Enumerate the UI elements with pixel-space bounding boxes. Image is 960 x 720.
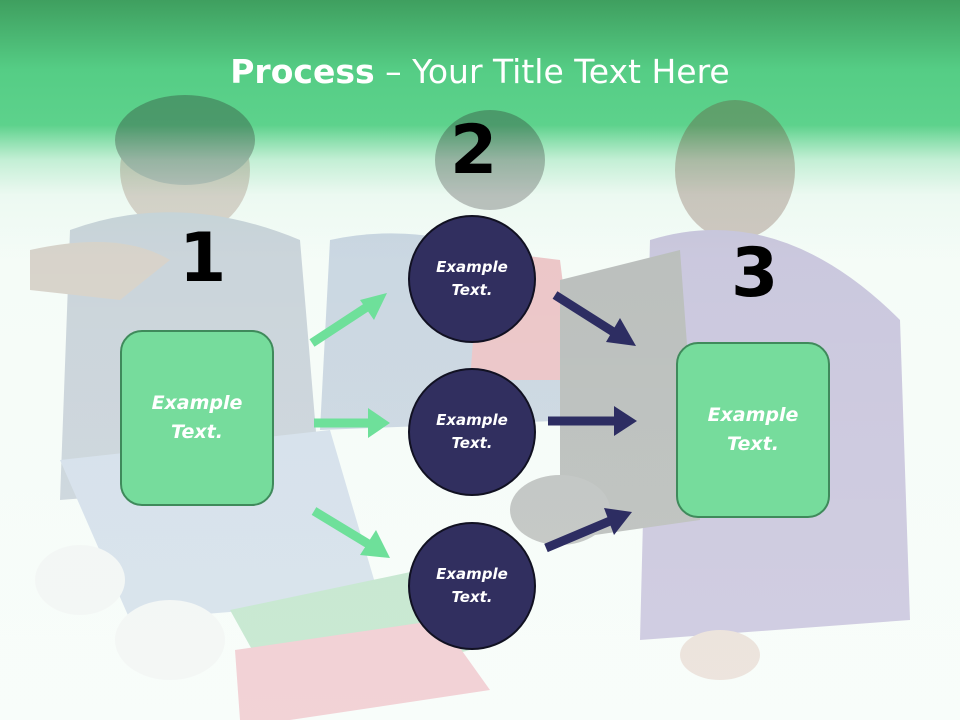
step-circle-top-label: Example Text. [436, 258, 508, 299]
step-number-2: 2 [450, 111, 498, 190]
step-box-1: Example Text. [120, 330, 274, 506]
arrow-navy-lower [544, 508, 632, 553]
arrow-navy-upper [552, 291, 636, 346]
step-box-1-label: Example Text. [151, 392, 243, 443]
step-circle-middle: Example Text. [408, 368, 536, 496]
step-number-1: 1 [179, 219, 227, 298]
title-bold: Process [230, 52, 375, 91]
step-box-3: Example Text. [676, 342, 830, 518]
arrow-navy-middle [548, 406, 637, 436]
step-circle-middle-label: Example Text. [436, 411, 508, 452]
arrow-green-lower [311, 507, 390, 558]
arrow-green-upper [309, 293, 387, 347]
step-circle-bottom: Example Text. [408, 522, 536, 650]
step-box-3-label: Example Text. [707, 404, 799, 455]
slide-title: Process – Your Title Text Here [0, 52, 960, 91]
step-circle-top: Example Text. [408, 215, 536, 343]
step-circle-bottom-label: Example Text. [436, 565, 508, 606]
step-number-3: 3 [731, 234, 779, 313]
arrow-green-middle [314, 408, 390, 438]
title-rest: – Your Title Text Here [374, 52, 730, 91]
